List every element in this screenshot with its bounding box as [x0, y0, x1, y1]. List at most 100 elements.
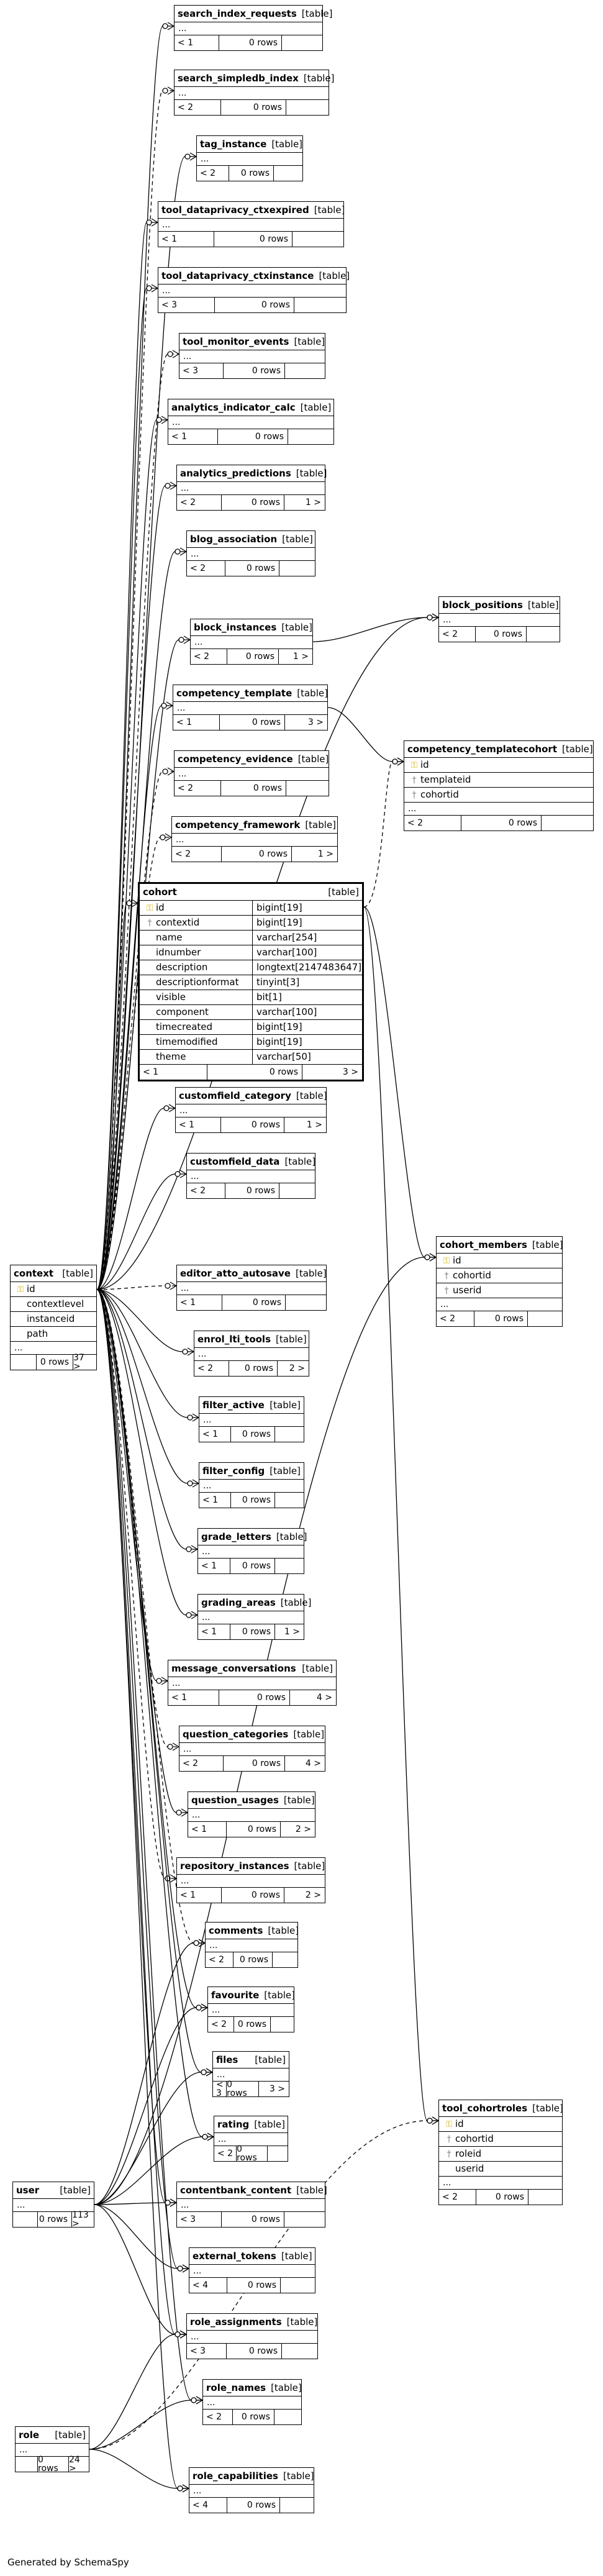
table-name[interactable]: external_tokens	[193, 2250, 276, 2262]
column-row[interactable]: †cohortid	[439, 2132, 562, 2147]
table-header[interactable]: external_tokens[table]	[189, 2248, 315, 2265]
parents-count[interactable]	[11, 1355, 37, 1370]
parents-count[interactable]: < 1	[199, 1427, 231, 1442]
parents-count[interactable]: < 2	[203, 2410, 233, 2424]
table-name[interactable]: competency_evidence	[178, 753, 293, 765]
table-name[interactable]: question_categories	[183, 1728, 289, 1740]
column-row[interactable]: path	[11, 1327, 96, 1342]
parents-count[interactable]	[16, 2457, 38, 2472]
parents-count[interactable]: < 3	[158, 298, 215, 312]
children-count[interactable]: 1 >	[284, 1627, 300, 1637]
parents-count[interactable]: < 1	[198, 1559, 230, 1573]
children-count[interactable]: 1 >	[317, 849, 333, 859]
table-name[interactable]: tool_cohortroles	[442, 2102, 528, 2114]
table-header[interactable]: customfield_category[table]	[176, 1088, 327, 1104]
table-tool_dataprivacy_ctxexpired[interactable]: tool_dataprivacy_ctxexpired[table]...< 1…	[158, 201, 345, 247]
children-count[interactable]	[275, 1493, 304, 1508]
table-name[interactable]: tool_dataprivacy_ctxexpired	[161, 204, 309, 216]
column-row[interactable]: ⚿id	[437, 1254, 562, 1268]
table-header[interactable]: context[table]	[11, 1265, 96, 1282]
table-header[interactable]: question_usages[table]	[188, 1792, 315, 1809]
children-count[interactable]	[274, 166, 302, 181]
parents-count[interactable]: < 2	[172, 847, 222, 862]
table-name[interactable]: block_instances	[194, 621, 277, 633]
children-count[interactable]	[294, 298, 346, 312]
parents-count[interactable]: < 2	[177, 495, 222, 510]
table-name[interactable]: rating	[217, 2118, 250, 2130]
table-header[interactable]: grading_areas[table]	[198, 1595, 312, 1611]
table-header[interactable]: user[table]	[13, 2182, 94, 2199]
table-name[interactable]: user	[16, 2184, 40, 2196]
parents-count[interactable]: < 1	[168, 1690, 219, 1705]
children-count[interactable]: 2 >	[289, 1363, 305, 1373]
column-row[interactable]: instanceid	[11, 1312, 96, 1327]
children-count[interactable]: 1 >	[305, 498, 321, 507]
table-name[interactable]: grade_letters	[201, 1531, 271, 1542]
table-header[interactable]: role_capabilities[table]	[189, 2468, 314, 2485]
table-name[interactable]: repository_instances	[180, 1860, 289, 1872]
table-header[interactable]: block_positions[table]	[439, 597, 560, 614]
table-cohort_members[interactable]: cohort_members[table]⚿id†cohortid†userid…	[436, 1236, 563, 1327]
table-header[interactable]: rating[table]	[214, 2116, 288, 2133]
parents-count[interactable]: < 2	[208, 2017, 234, 2032]
parents-count[interactable]: < 1	[177, 1295, 222, 1310]
table-header[interactable]: analytics_indicator_calc[table]	[168, 399, 333, 416]
parents-count[interactable]: < 1	[168, 429, 218, 444]
table-tool_dataprivacy_ctxinstance[interactable]: tool_dataprivacy_ctxinstance[table]...< …	[158, 267, 350, 313]
children-count[interactable]: 24 >	[69, 2455, 80, 2474]
table-name[interactable]: tool_dataprivacy_ctxinstance	[161, 270, 314, 281]
parents-count[interactable]: < 2	[439, 627, 476, 642]
table-header[interactable]: role[table]	[16, 2427, 89, 2444]
table-name[interactable]: editor_atto_autosave	[180, 1267, 291, 1279]
table-header[interactable]: role_assignments[table]	[187, 2314, 317, 2331]
table-name[interactable]: question_usages	[191, 1794, 279, 1806]
table-name[interactable]: role	[19, 2429, 40, 2441]
children-count[interactable]	[268, 2146, 288, 2161]
table-header[interactable]: cohort_members[table]	[437, 1237, 563, 1254]
children-count[interactable]	[288, 429, 333, 444]
table-tool_cohortroles[interactable]: tool_cohortroles[table]⚿id†cohortid†role…	[438, 2100, 563, 2205]
children-count[interactable]	[273, 1952, 297, 1967]
children-count[interactable]	[275, 1559, 304, 1573]
children-count[interactable]	[527, 627, 560, 642]
table-header[interactable]: cohort[table]	[140, 884, 362, 901]
table-name[interactable]: tag_instance	[200, 138, 267, 150]
children-count[interactable]	[542, 816, 593, 831]
table-name[interactable]: analytics_predictions	[180, 467, 291, 479]
table-header[interactable]: analytics_predictions[table]	[177, 465, 327, 482]
table-header[interactable]: files[table]	[213, 2052, 289, 2069]
table-name[interactable]: customfield_data	[190, 1155, 280, 1167]
table-name[interactable]: message_conversations	[171, 1662, 296, 1674]
children-count[interactable]	[286, 100, 329, 115]
parents-count[interactable]: < 2	[175, 100, 221, 115]
children-count[interactable]	[286, 1295, 326, 1310]
table-header[interactable]: block_instances[table]	[191, 619, 312, 636]
table-name[interactable]: role_assignments	[190, 2316, 282, 2328]
children-count[interactable]	[282, 35, 322, 50]
column-row[interactable]: †userid	[437, 1283, 562, 1298]
table-competency_templatecohort[interactable]: competency_templatecohort[table]⚿id†temp…	[404, 740, 594, 831]
